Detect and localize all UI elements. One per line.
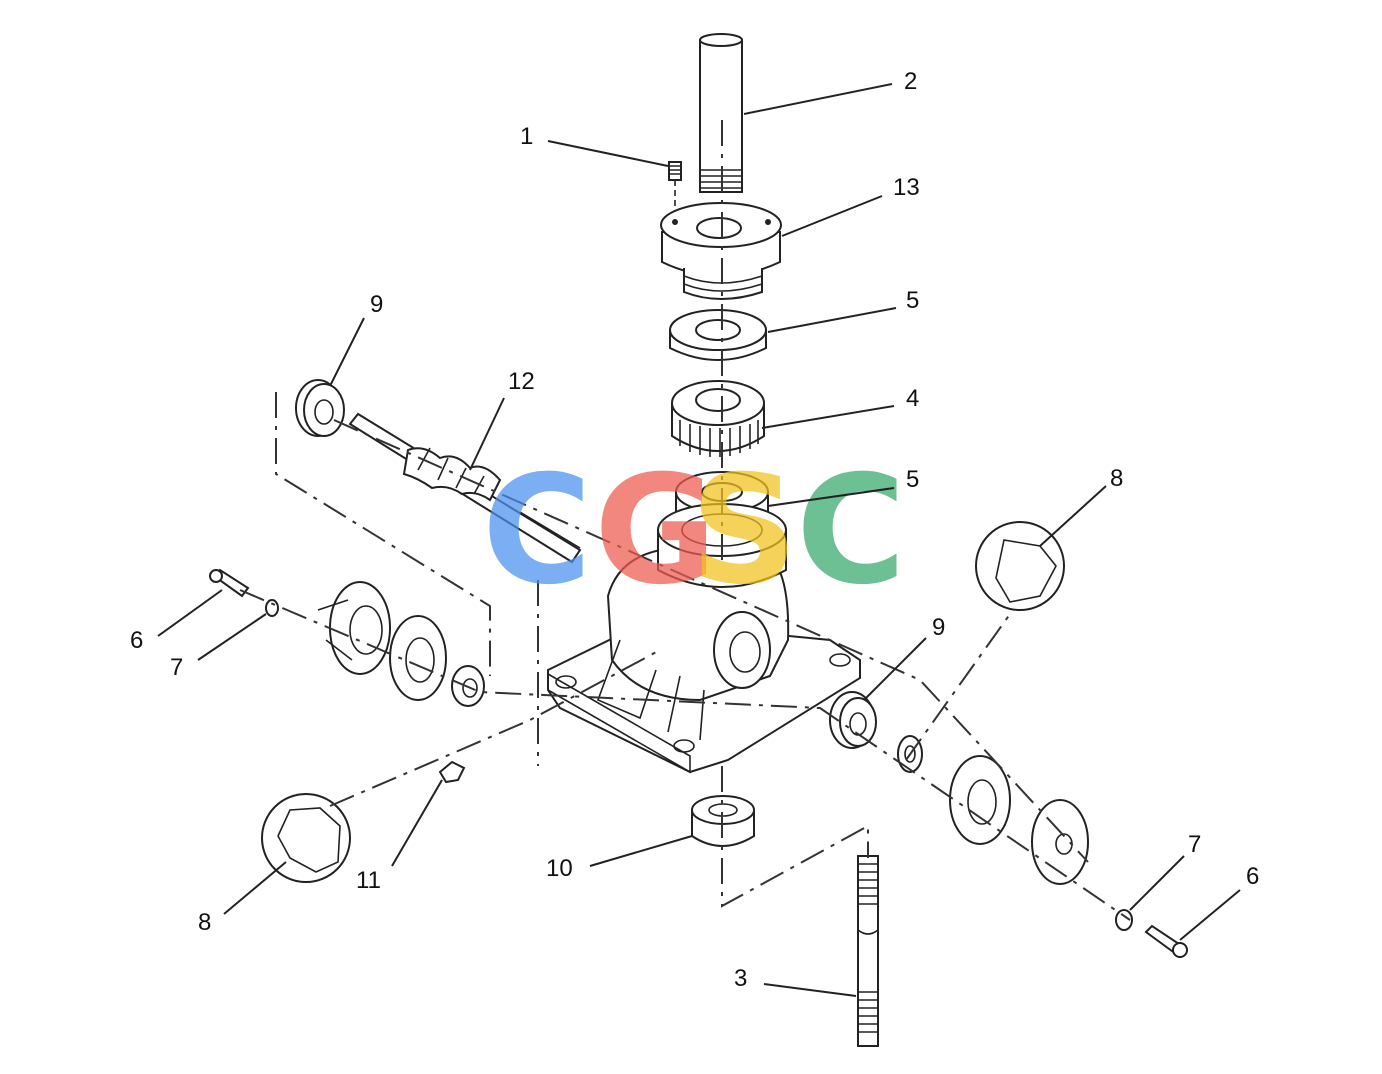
right-bearing-part [829,691,877,749]
right-gasket-part [949,755,1011,845]
watermark-letter: S [690,444,798,618]
callout-6-right: 6 [1246,863,1259,890]
watermark-letter: G [594,444,717,618]
callout-9-right: 9 [932,614,945,641]
right-washer-part [1115,909,1133,931]
callout-labels: 1 2 13 5 9 12 4 5 8 6 7 9 11 10 8 7 6 3 [130,68,1259,992]
callout-8-right: 8 [1110,465,1123,492]
callout-6-left: 6 [130,627,143,654]
callout-3: 3 [734,965,747,992]
callout-12: 12 [508,368,535,395]
callout-11: 11 [356,867,381,894]
right-bolt-part [1144,924,1188,958]
callout-7-right: 7 [1188,831,1201,858]
left-bolt-part [209,568,250,598]
callout-8-left: 8 [198,909,211,936]
callout-10: 10 [546,855,573,882]
gearbox-housing [547,503,861,774]
callout-4: 4 [906,385,919,412]
callout-13: 13 [893,174,920,201]
left-bearing-part [295,379,345,437]
callout-2: 2 [904,68,917,95]
watermark-letter: C [482,444,592,618]
worm-gear-part [671,380,765,457]
shaft-part [699,33,743,193]
left-gasket-part [389,615,447,701]
grease-fitting-part [438,760,466,784]
left-washer-part [265,599,279,617]
callout-7-left: 7 [170,654,183,681]
callout-5-upper: 5 [906,287,919,314]
callout-1: 1 [520,123,533,150]
callout-9-left: 9 [370,291,383,318]
assembly-centerlines [239,120,1131,921]
watermark: C G S C [482,444,906,618]
leader-lines [157,83,1241,997]
watermark-letter: C [796,444,906,618]
detail-circle-left [261,793,351,883]
threaded-stud-part [857,855,879,1047]
upper-bearing-part [669,309,767,361]
callout-5-lower: 5 [906,466,919,493]
